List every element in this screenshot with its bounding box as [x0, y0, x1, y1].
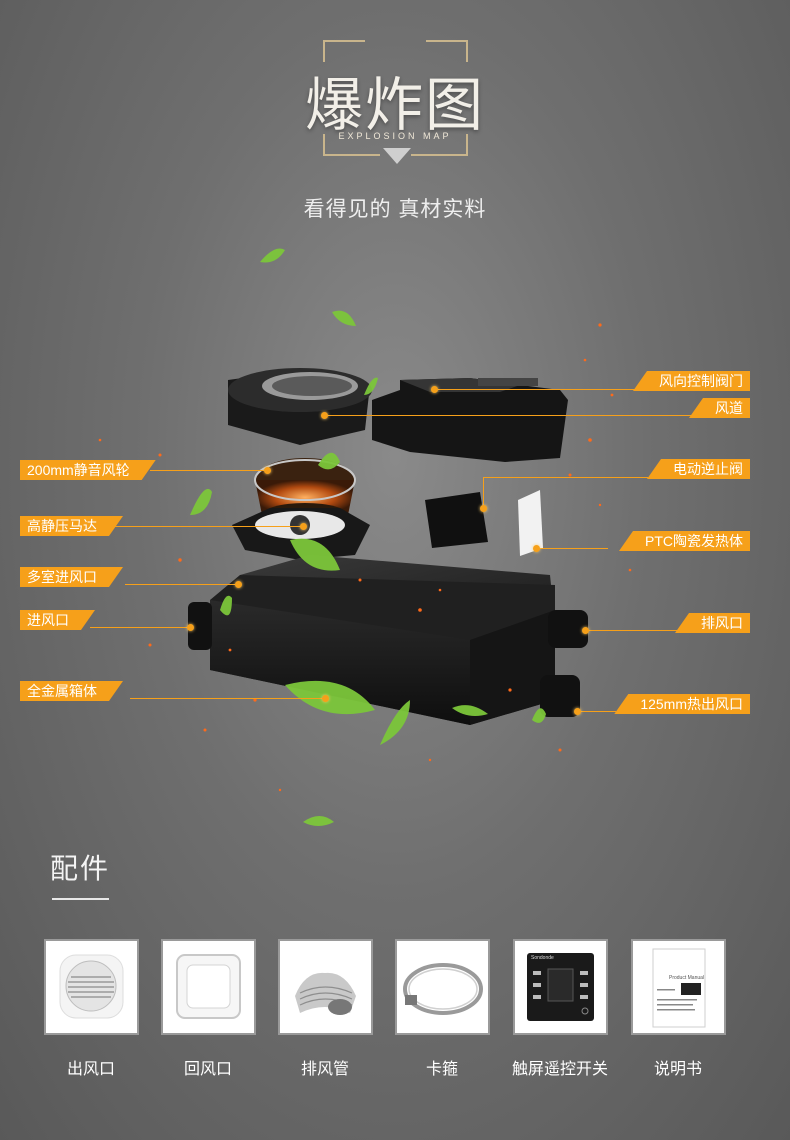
accessory-label: 回风口	[183, 1061, 232, 1078]
callout-ptc-heater: PTC陶瓷发热体	[619, 531, 750, 551]
down-triangle-icon	[383, 148, 411, 164]
callout-fan-wheel: 200mm静音风轮	[20, 460, 156, 480]
accessory-card-outlet-vent[interactable]	[44, 939, 139, 1035]
check-valve-part	[425, 492, 488, 548]
manual-title: Product Manual	[669, 975, 705, 981]
page-subtitle: EXPLOSION MAP	[338, 131, 452, 141]
return-vent-icon	[176, 954, 241, 1019]
ptc-heater-part	[518, 490, 543, 556]
touch-remote-icon	[527, 953, 594, 1021]
callout-exhaust: 排风口	[675, 613, 750, 633]
leaf-decoration	[190, 248, 546, 826]
manual-icon	[652, 948, 706, 1028]
callout-air-duct: 风道	[689, 398, 750, 418]
callout-hot-air-outlet: 125mm热出风口	[614, 694, 750, 714]
accessory-label: 排风管	[300, 1061, 349, 1078]
remote-brand: Sondonde	[531, 955, 554, 961]
accessory-label: 说明书	[653, 1061, 702, 1078]
outlet-vent-icon	[59, 954, 124, 1019]
accessory-card-manual[interactable]: Product Manual	[631, 939, 726, 1035]
accessories-underline	[52, 898, 109, 900]
callout-check-valve: 电动逆止阀	[647, 459, 750, 479]
accessory-label: 触屏遥控开关	[511, 1061, 608, 1078]
accessories-title: 配件	[50, 853, 111, 884]
slogan: 看得见的 真材实料	[303, 198, 487, 221]
accessory-card-hose-clamp[interactable]	[395, 939, 490, 1035]
callout-direction-valve: 风向控制阀门	[633, 371, 750, 391]
page-title: 爆炸图	[304, 71, 485, 139]
hose-clamp-icon	[403, 963, 483, 1015]
callout-inlet: 进风口	[20, 610, 95, 630]
exhaust-duct-icon	[295, 972, 356, 1015]
accessory-label: 卡箍	[425, 1061, 458, 1078]
accessory-label: 出风口	[66, 1061, 115, 1078]
callout-motor: 高静压马达	[20, 516, 123, 536]
ember-particles	[98, 323, 632, 792]
fan-cover-part	[228, 368, 372, 445]
air-duct-part	[372, 378, 568, 462]
metal-box-part	[188, 555, 588, 725]
callout-multi-room-inlet: 多室进风口	[20, 567, 123, 587]
callout-metal-box: 全金属箱体	[20, 681, 123, 701]
accessory-card-return-vent[interactable]	[161, 939, 256, 1035]
title-frame	[323, 40, 468, 156]
accessory-card-exhaust-duct[interactable]	[278, 939, 373, 1035]
accessory-card-touch-remote[interactable]: Sondonde	[513, 939, 608, 1035]
